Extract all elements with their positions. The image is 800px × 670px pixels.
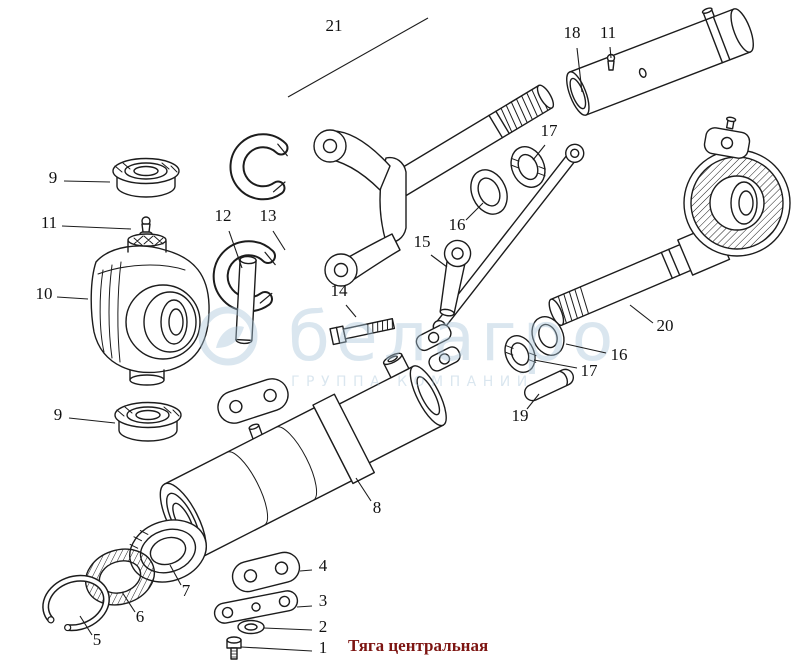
- watermark-logo-icon: [198, 306, 258, 366]
- part-5-snap-ring-drawing: [42, 574, 110, 632]
- leader-line-11-2: [609, 46, 612, 59]
- leader-line-9-8: [63, 180, 111, 183]
- part-17-seal-lower-drawing: [504, 335, 537, 373]
- part-number-21-0: 21: [326, 16, 343, 35]
- part-number-11-9: 11: [41, 213, 57, 232]
- leader-line-10-10: [56, 296, 89, 300]
- part-3-lever-drawing: [213, 590, 299, 624]
- part-11-grease-fitting-top-drawing: [606, 53, 616, 71]
- leader-line-11-9: [61, 225, 132, 230]
- watermark: белагро ГРУППА КОМПАНИЙ: [198, 298, 619, 390]
- part-2-washer-drawing: [237, 619, 265, 635]
- part-number-16-4: 16: [449, 215, 466, 234]
- leader-line-16-4: [465, 202, 484, 221]
- part-number-14-12: 14: [331, 281, 349, 300]
- part-number-18-1: 18: [564, 23, 581, 42]
- part-number-2-20: 2: [319, 617, 328, 636]
- leader-line-19-16: [526, 393, 540, 410]
- part-mounting-plate-drawing: [217, 378, 289, 424]
- leader-line-4-18: [299, 569, 313, 572]
- part-12-pin-drawing: [235, 255, 257, 345]
- part-9-cap-lower-drawing: [114, 401, 182, 442]
- watermark-text: белагро: [288, 298, 619, 377]
- leader-line-17-3: [532, 144, 546, 161]
- diagram-title: Тяга центральная: [348, 636, 489, 655]
- leader-line-20-13: [629, 304, 654, 324]
- part-15-link-drawing: [439, 239, 472, 317]
- part-number-19-16: 19: [512, 406, 529, 425]
- part-16-ring-lower-drawing: [531, 316, 565, 356]
- watermark-logo-leaf-icon: [216, 326, 244, 348]
- part-number-9-8: 9: [49, 168, 58, 187]
- leader-line-21-0: [287, 17, 429, 98]
- leader-line-16-14: [565, 343, 607, 354]
- part-17-seal-upper-drawing: [510, 146, 546, 188]
- part-1-bolt-drawing: [226, 636, 242, 660]
- part-4-plate-drawing: [231, 551, 301, 593]
- part-number-16-14: 16: [611, 345, 628, 364]
- leader-line-15-5: [430, 254, 448, 268]
- part-8-cylinder-drawing: [159, 352, 447, 559]
- part-number-9-11: 9: [54, 405, 63, 424]
- part-clevis-drawing: [415, 323, 461, 372]
- leader-line-18-1: [576, 47, 583, 93]
- leader-line-6-23: [121, 591, 136, 613]
- part-19-pin-drawing: [523, 368, 575, 402]
- part-number-10-10: 10: [36, 284, 53, 303]
- part-number-20-13: 20: [657, 316, 674, 335]
- leader-line-2-20: [263, 627, 313, 631]
- part-number-17-15: 17: [581, 361, 599, 380]
- part-number-1-21: 1: [319, 638, 328, 657]
- leader-line-12-6: [228, 230, 243, 269]
- leader-line-9-11: [68, 417, 116, 424]
- part-number-5-24: 5: [93, 630, 102, 649]
- part-number-11-2: 11: [600, 23, 616, 42]
- part-20-eye-drawing: [683, 116, 791, 257]
- part-number-4-18: 4: [319, 556, 328, 575]
- part-10-housing-drawing: [90, 233, 210, 386]
- part-13-clamp-upper-drawing: [229, 133, 289, 201]
- part-18-tube-drawing: [566, 7, 754, 116]
- part-number-7-22: 7: [182, 581, 191, 600]
- part-number-13-7: 13: [260, 206, 277, 225]
- leader-line-14-12: [345, 304, 357, 318]
- part-16-ring-upper-drawing: [470, 169, 508, 215]
- leader-line-17-15: [533, 359, 578, 369]
- watermark-subtext: ГРУППА КОМПАНИЙ: [291, 372, 534, 390]
- drawing-layer: [42, 7, 791, 660]
- part-number-12-6: 12: [215, 206, 232, 225]
- part-number-8-17: 8: [373, 498, 382, 517]
- leader-line-7-22: [169, 564, 182, 586]
- leader-line-1-21: [240, 646, 313, 652]
- leader-line-5-24: [79, 615, 93, 636]
- leader-line-8-17: [355, 477, 372, 502]
- part-number-6-23: 6: [136, 607, 145, 626]
- part-number-17-3: 17: [541, 121, 559, 140]
- part-14-bolt-drawing: [329, 317, 396, 346]
- part-21-yoke-drawing: [313, 129, 407, 287]
- part-number-3-19: 3: [319, 591, 328, 610]
- leader-line-3-19: [296, 605, 313, 608]
- part-number-15-5: 15: [414, 232, 431, 251]
- part-9-cap-upper-drawing: [112, 157, 180, 198]
- leader-line-13-7: [272, 230, 286, 251]
